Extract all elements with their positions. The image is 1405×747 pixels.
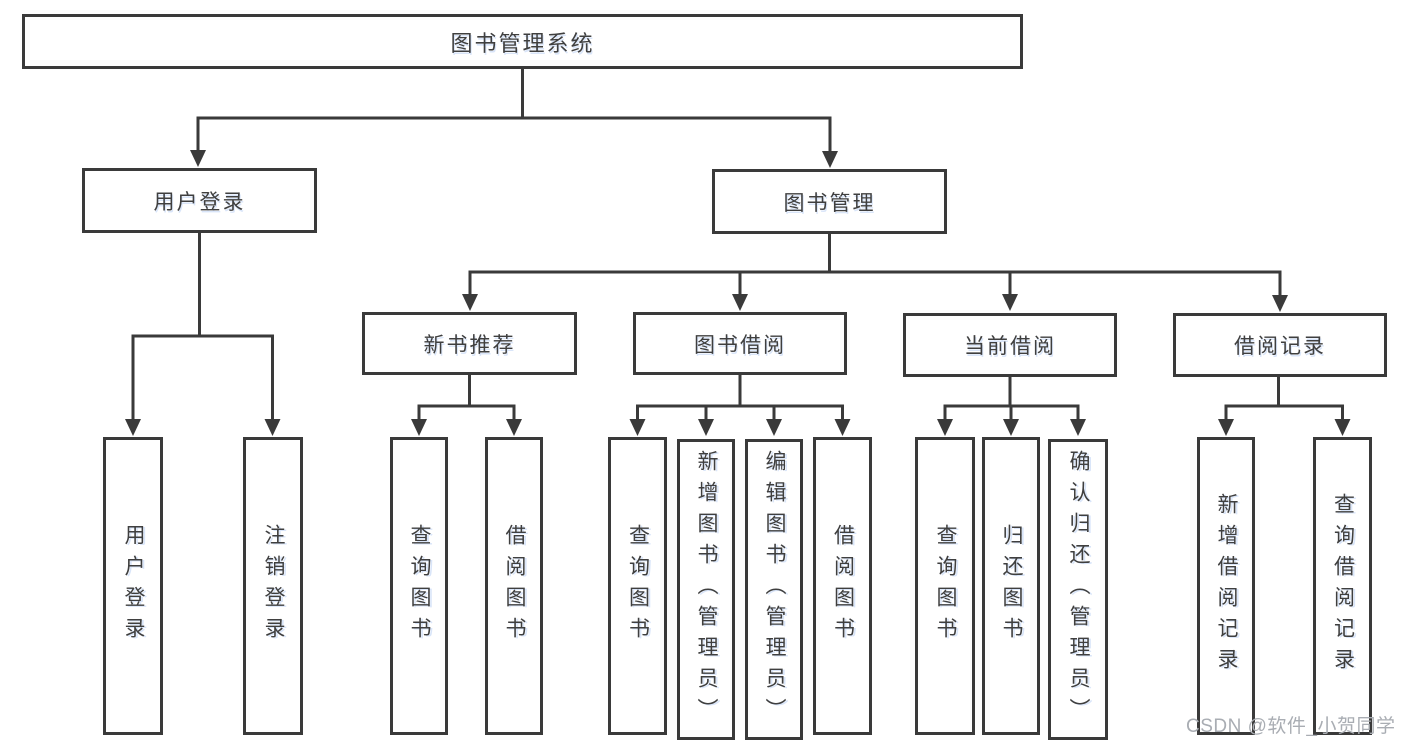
node-return-books: 归还图书 (982, 437, 1040, 735)
node-current-borrowing: 当前借阅 (903, 313, 1117, 377)
node-confirm-return-admin: 确认归还（管理员） (1048, 439, 1108, 740)
node-book-borrowing: 图书借阅 (633, 312, 847, 375)
arrowhead-query-books-2 (629, 419, 646, 436)
node-logout-leaf: 注销登录 (243, 437, 303, 735)
node-book-management-system: 图书管理系统 (22, 14, 1023, 69)
arrowhead-book-management (822, 151, 838, 168)
csdn-watermark: CSDN @软件_小贺同学 (1186, 716, 1396, 737)
node-new-book-recommend: 新书推荐 (362, 312, 577, 375)
connector-borrowing-records-bracket (1224, 404, 1344, 421)
connector-book-borrowing-bracket (636, 404, 844, 421)
arrowhead-user-login-leaf (125, 419, 141, 436)
node-query-books-1: 查询图书 (390, 437, 448, 735)
arrowhead-add-borrow-record (1218, 419, 1234, 436)
arrowhead-current-borrowing (1002, 294, 1018, 311)
arrowhead-borrowing-records (1272, 295, 1288, 312)
arrowhead-query-borrow-record (1334, 419, 1351, 436)
arrowhead-confirm-return-admin (1070, 419, 1086, 436)
arrowhead-query-books-3 (937, 419, 953, 436)
node-query-borrow-record: 查询借阅记录 (1313, 437, 1372, 735)
arrowhead-user-login (190, 150, 206, 167)
arrowhead-book-borrowing (732, 294, 748, 311)
connector-new-book-recommend-bracket (417, 404, 516, 421)
node-book-management: 图书管理 (712, 169, 947, 234)
node-borrow-books-2: 借阅图书 (813, 437, 872, 735)
node-user-login-leaf: 用户登录 (103, 437, 163, 735)
node-borrow-books-1: 借阅图书 (485, 437, 543, 735)
arrowhead-borrow-books-1 (506, 419, 522, 436)
node-user-login: 用户登录 (82, 168, 317, 233)
connector-user-login-bracket (131, 334, 274, 421)
arrowhead-add-books-admin (698, 419, 714, 436)
connector-current-borrowing-bracket (943, 404, 1080, 421)
node-borrowing-records: 借阅记录 (1173, 313, 1387, 377)
arrowhead-edit-books-admin (766, 419, 782, 436)
arrowhead-logout-leaf (264, 419, 281, 436)
connector-root-bracket (196, 116, 832, 153)
arrowhead-borrow-books-2 (834, 419, 851, 436)
node-add-books-admin: 新增图书（管理员） (677, 439, 735, 740)
node-edit-books-admin: 编辑图书（管理员） (745, 439, 803, 740)
node-query-books-2: 查询图书 (608, 437, 667, 735)
node-add-borrow-record: 新增借阅记录 (1197, 437, 1255, 735)
arrowhead-return-books (1003, 419, 1019, 436)
arrowhead-query-books-1 (411, 419, 427, 436)
node-query-books-3: 查询图书 (915, 437, 975, 735)
connector-book-management-bracket (468, 270, 1282, 296)
arrowhead-new-book-recommend (462, 294, 478, 311)
